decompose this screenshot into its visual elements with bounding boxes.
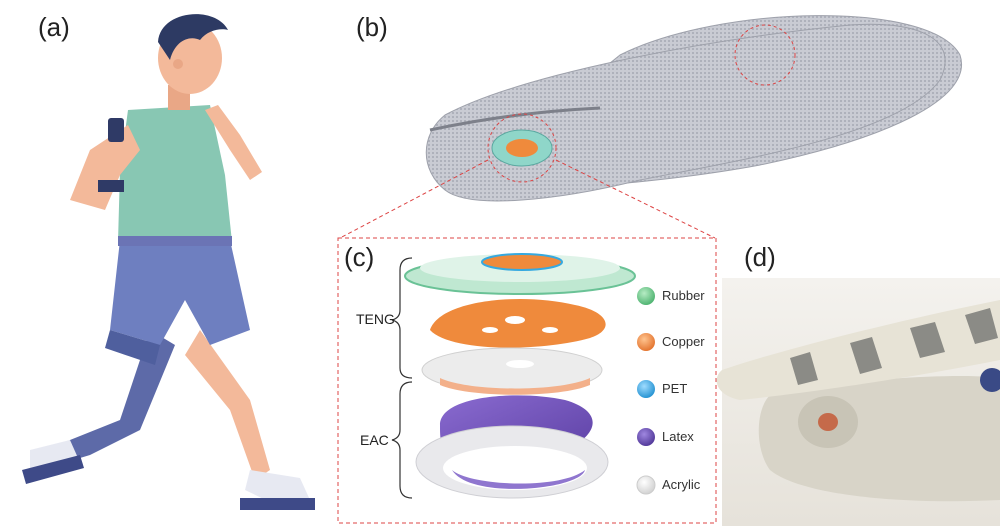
panel-label-c: (c) [344, 242, 375, 272]
legend-label-acrylic: Acrylic [662, 477, 701, 492]
legend-swatch-pet [637, 380, 655, 398]
group-label-teng: TENG [356, 311, 395, 327]
panel-label-d: (d) [744, 242, 776, 272]
exploded-view [391, 253, 636, 499]
legend-label-copper: Copper [662, 334, 705, 349]
legend-label-latex: Latex [662, 429, 694, 444]
runner-illustration [22, 14, 315, 510]
insole-photo [716, 278, 1000, 526]
legend-swatch-copper [637, 333, 655, 351]
legend-label-rubber: Rubber [662, 288, 705, 303]
legend-label-pet: PET [662, 381, 688, 396]
legend-swatch-rubber [637, 287, 655, 305]
panel-label-a: (a) [38, 12, 70, 42]
legend-swatch-acrylic [636, 475, 656, 495]
group-label-eac: EAC [360, 432, 389, 448]
insole-rendering [339, 15, 963, 239]
panel-label-b: (b) [356, 12, 388, 42]
exploded-view-frame [337, 237, 717, 524]
legend-swatch-latex [637, 428, 655, 446]
